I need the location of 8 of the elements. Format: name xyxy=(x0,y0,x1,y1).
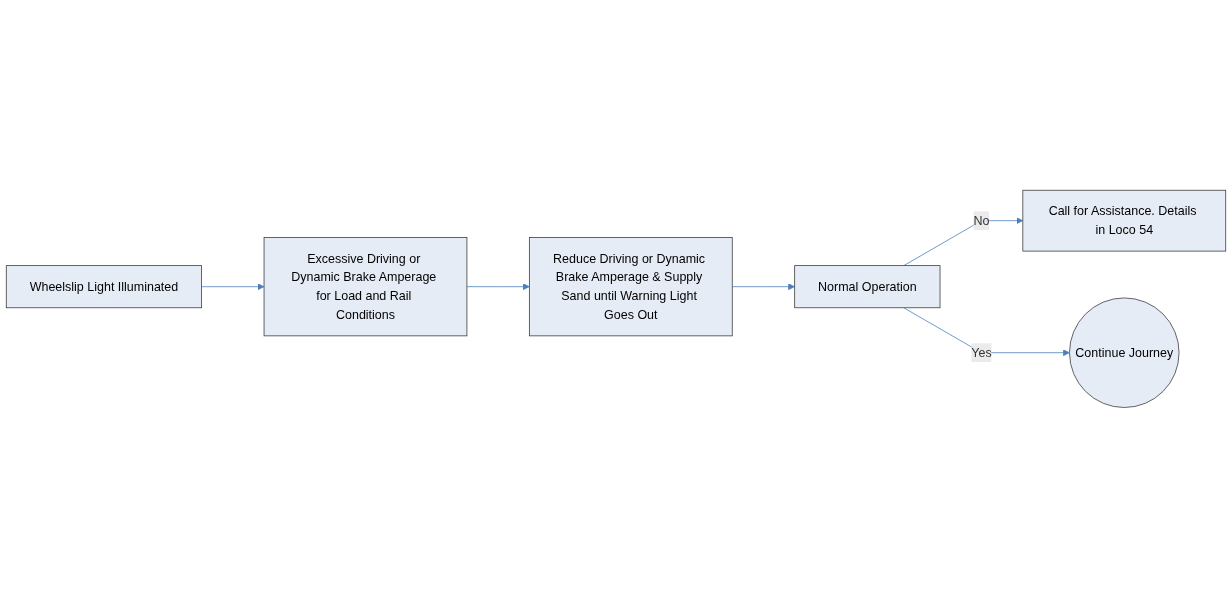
node-circle: Continue Journey xyxy=(1069,297,1180,408)
edge-label: Yes xyxy=(971,345,992,359)
node-box: Normal Operation xyxy=(794,264,941,308)
edge-label: No xyxy=(973,213,990,227)
node-box: Reduce Driving or Dynamic Brake Amperage & Supply Sand until Warning Light Goes Out xyxy=(528,236,733,336)
node-box: Call for Assistance. Details in Loco 54 xyxy=(1022,189,1227,252)
node-box: Excessive Driving or Dynamic Brake Amperage for Load and Rail Conditions xyxy=(263,236,468,336)
node-box: Wheelslip Light Illuminated xyxy=(5,264,202,308)
